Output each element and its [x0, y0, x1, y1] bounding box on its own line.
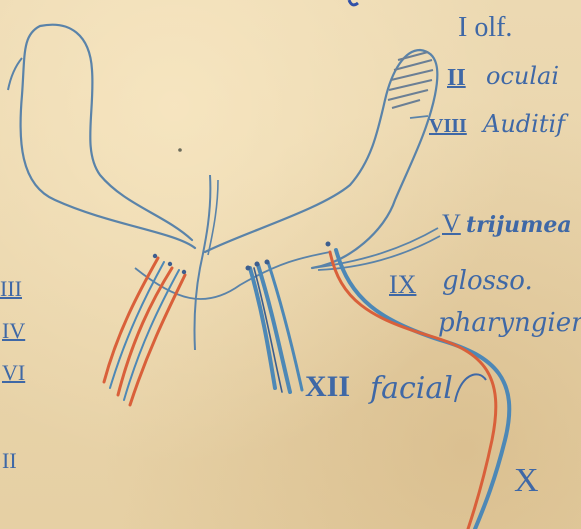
label-glosso: glosso.: [442, 268, 533, 294]
central-stem: [195, 175, 211, 350]
label-left-iii: III: [0, 278, 22, 300]
glosso-dot: [326, 242, 331, 247]
label-num-trijumeau: V: [442, 211, 461, 237]
middle-nerves: [250, 262, 302, 392]
pencil-dot: [178, 148, 182, 152]
facial-arc: [455, 374, 486, 402]
label-x: X: [514, 464, 539, 498]
left-lobe-outline: [21, 25, 195, 248]
right-lobe-outline: [205, 50, 437, 268]
pons-line: [135, 252, 330, 299]
label-olfactif: I olf.: [458, 14, 512, 42]
label-oculaire: oculai: [486, 64, 559, 88]
label-pharyngien: pharyngien: [438, 310, 581, 336]
label-facial: facial: [370, 374, 453, 404]
right-lobe-hatching: [388, 52, 433, 108]
left-nerves: [104, 258, 185, 405]
label-xii: XII: [305, 372, 350, 402]
label-num-auditif: VIII: [429, 116, 467, 136]
label-auditif: Auditif: [483, 112, 565, 136]
label-num-oculaire: II: [447, 66, 466, 90]
ink-fragment: [349, 0, 358, 5]
label-left-ii: II: [2, 450, 17, 472]
label-num-glosso: IX: [389, 272, 416, 298]
left-edge-stroke: [8, 58, 22, 90]
label-left-iv: IV: [2, 320, 25, 342]
label-left-vi: VI: [2, 362, 25, 384]
label-trijumeau: trijumea: [466, 214, 572, 236]
